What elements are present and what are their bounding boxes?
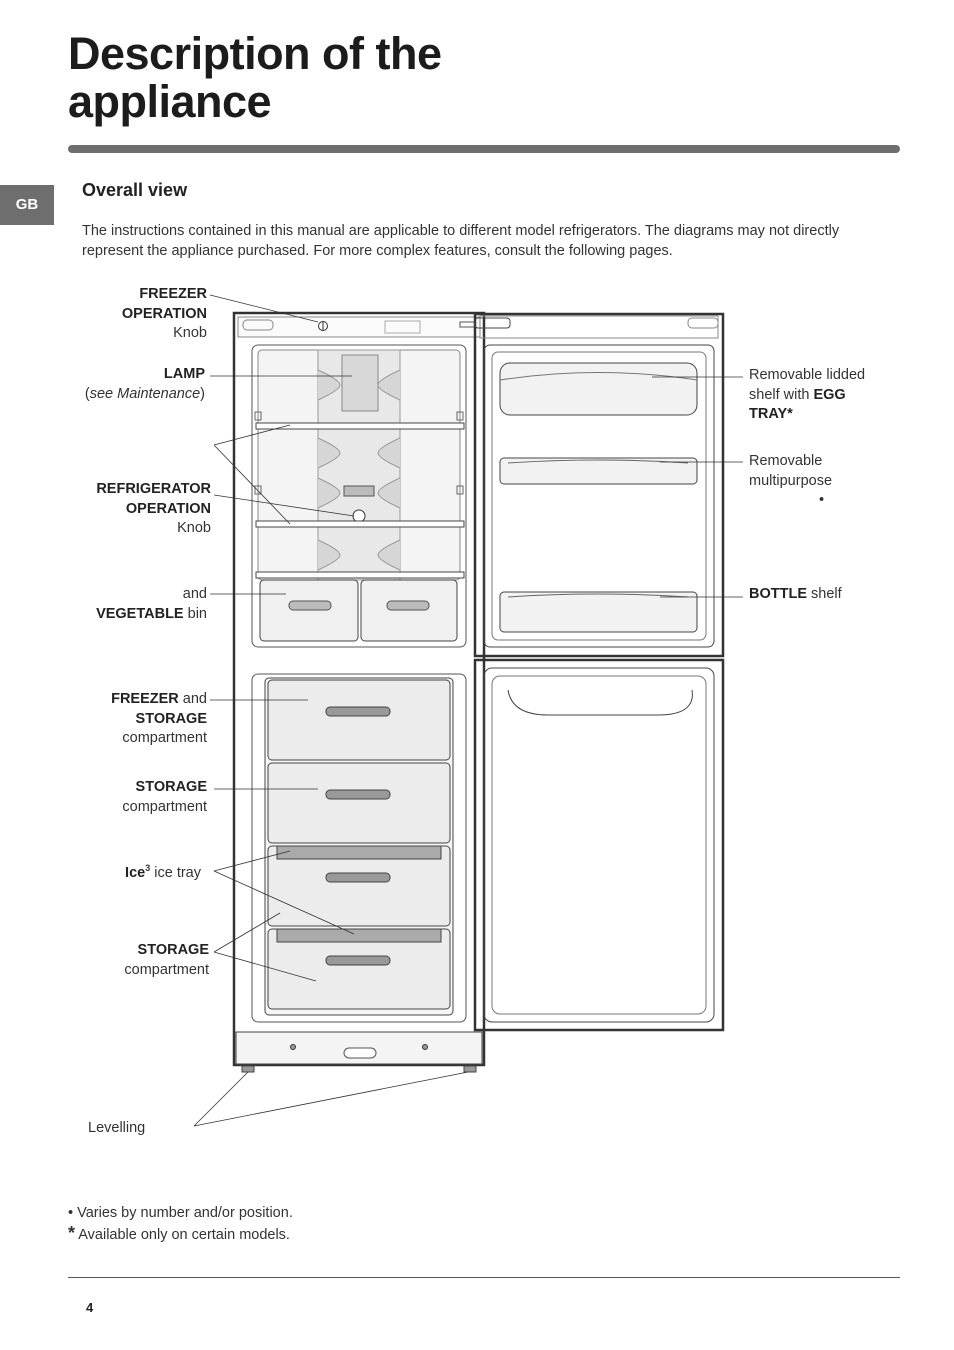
label-multipurpose: Removable multipurpose • (749, 453, 833, 508)
intro-paragraph: The instructions contained in this manua… (82, 223, 840, 259)
label-refrigerator-operation: REFRIGERATOR OPERATION Knob (96, 481, 211, 536)
glass-shelf-1 (255, 422, 465, 430)
footer-rule (68, 1277, 900, 1278)
label-lamp: LAMP (see Maintenance) (84, 366, 205, 402)
label-vegetable-bin: and VEGETABLE bin (96, 586, 207, 622)
section-title: Overall view (82, 180, 188, 200)
footnote-varies: • Varies by number and/or position. (68, 1205, 293, 1221)
label-egg-tray: Removable lidded shelf with EGG TRAY* (749, 367, 866, 422)
freezer-drawer-2 (267, 762, 451, 844)
ice-tray-1 (276, 845, 442, 860)
egg-tray-shelf (499, 362, 698, 416)
label-ice-tray: Ice3 ice tray (125, 863, 201, 881)
freezer-door (473, 658, 725, 1032)
label-freezer-storage: FREEZER and STORAGE compartment (111, 691, 207, 746)
title-line-2: appliance (68, 76, 272, 127)
label-levelling: Levelling (88, 1120, 146, 1136)
page-title: Description of the appliance (68, 30, 442, 126)
title-divider (68, 145, 900, 153)
label-freezer-operation: FREEZER OPERATION Knob (121, 286, 207, 341)
levelling-foot-left (241, 1065, 255, 1073)
freezer-compartment (251, 673, 467, 1023)
label-storage-1: STORAGE compartment (122, 779, 207, 815)
title-line-1: Description of the (68, 28, 442, 79)
label-bottle-shelf: BOTTLE shelf (749, 586, 842, 602)
multipurpose-shelf (499, 457, 698, 485)
refrigerator-knob (352, 509, 366, 523)
crisper-cover (255, 571, 465, 579)
lamp-cover (341, 354, 379, 412)
fridge-door (473, 312, 725, 658)
control-panel (237, 316, 481, 338)
bottle-shelf (499, 591, 698, 633)
page-number: 4 (86, 1300, 94, 1315)
glass-shelf-2 (255, 520, 465, 528)
ice-tray-2 (276, 928, 442, 943)
leader-lines (193, 294, 743, 1127)
fridge-compartment (251, 344, 467, 648)
language-tab: GB (0, 185, 54, 225)
freezer-drawer-1 (267, 679, 451, 761)
levelling-foot-right (463, 1065, 477, 1073)
label-storage-2: STORAGE compartment (124, 942, 209, 978)
footnote-available: * Available only on certain models. (68, 1223, 290, 1243)
